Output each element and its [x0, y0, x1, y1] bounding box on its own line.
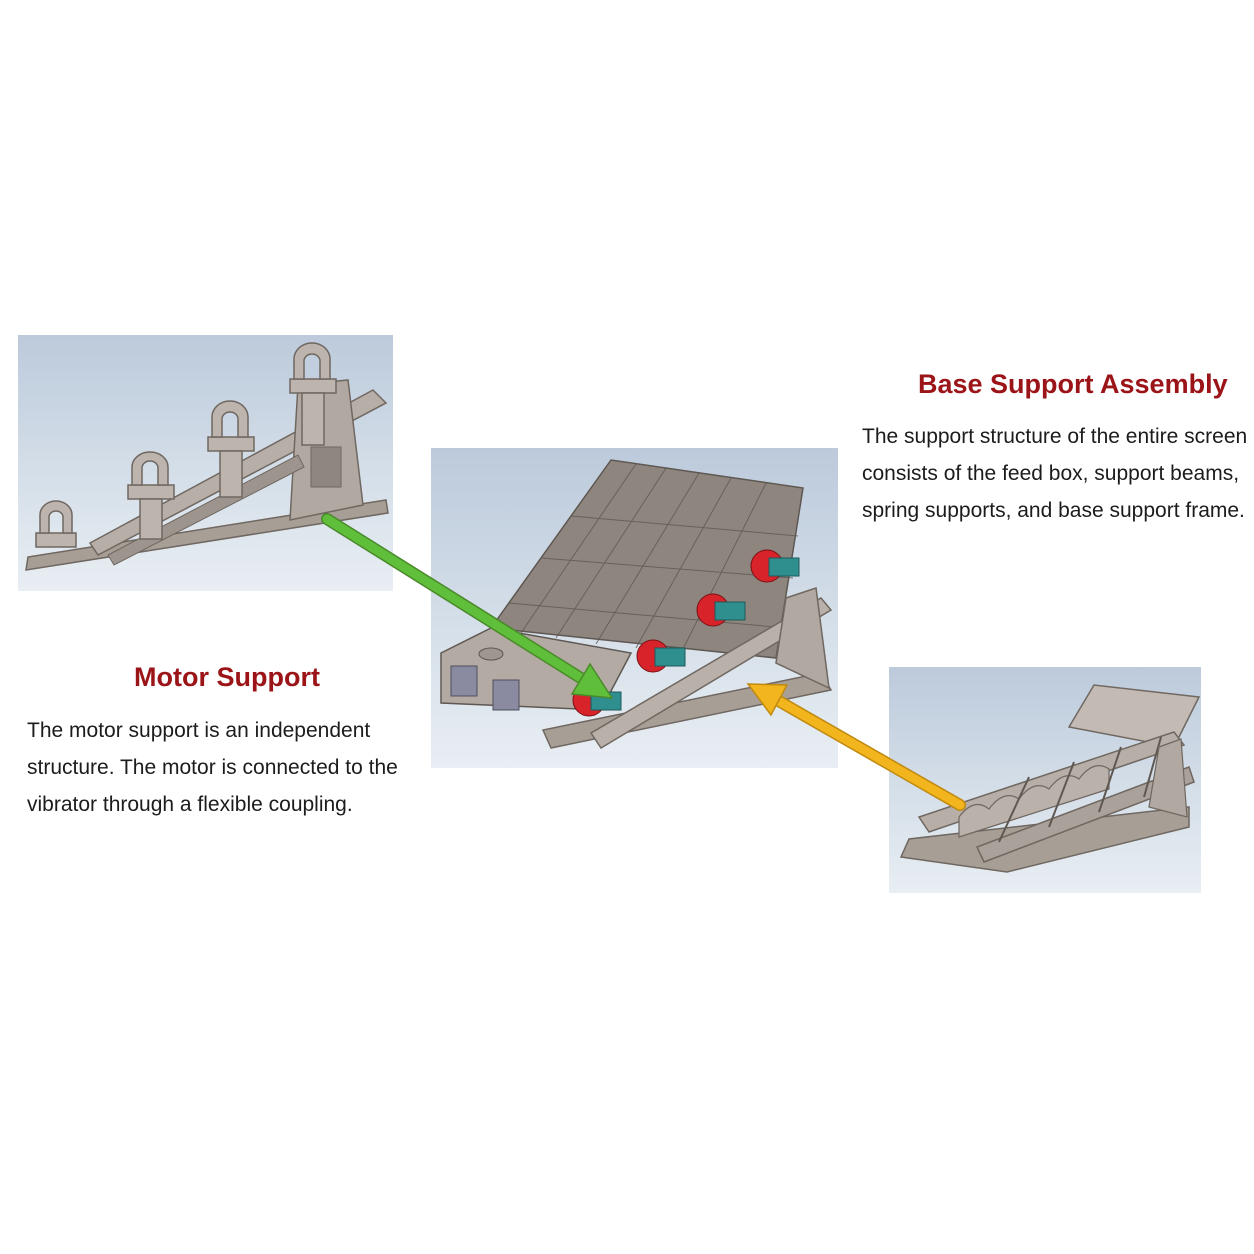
motor-support-description: The motor support is an independent stru… [27, 712, 398, 823]
motor-support-arrow [321, 513, 614, 699]
description-line: The support structure of the entire scre… [862, 425, 1248, 448]
base-support-arrow [746, 683, 966, 811]
motor-support-image [18, 335, 393, 591]
base-support-image [889, 667, 1201, 893]
description-line: structure. The motor is connected to the [27, 756, 398, 779]
motor-support-title: Motor Support [134, 662, 320, 692]
description-line: consists of the feed box, support beams, [862, 462, 1240, 485]
base-support-title: Base Support Assembly [918, 369, 1228, 399]
description-line: vibrator through a flexible coupling. [27, 793, 353, 816]
base-support-description: The support structure of the entire scre… [862, 418, 1247, 529]
description-line: The motor support is an independent [27, 719, 371, 742]
description-line: spring supports, and base support frame. [862, 499, 1245, 522]
